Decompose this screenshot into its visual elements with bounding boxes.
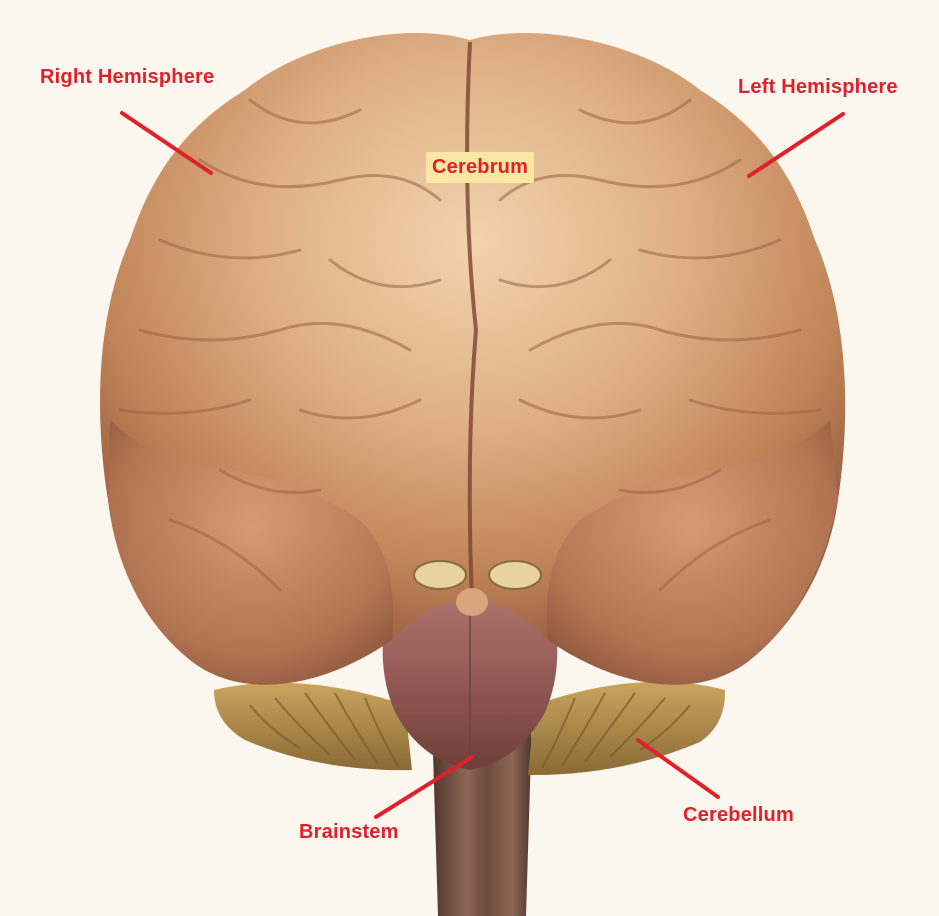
label-cerebellum: Cerebellum xyxy=(683,804,794,827)
label-left-hemisphere: Left Hemisphere xyxy=(738,76,898,99)
label-right-hemisphere: Right Hemisphere xyxy=(40,66,214,89)
label-cerebrum: Cerebrum xyxy=(426,152,534,183)
label-brainstem: Brainstem xyxy=(299,821,399,844)
